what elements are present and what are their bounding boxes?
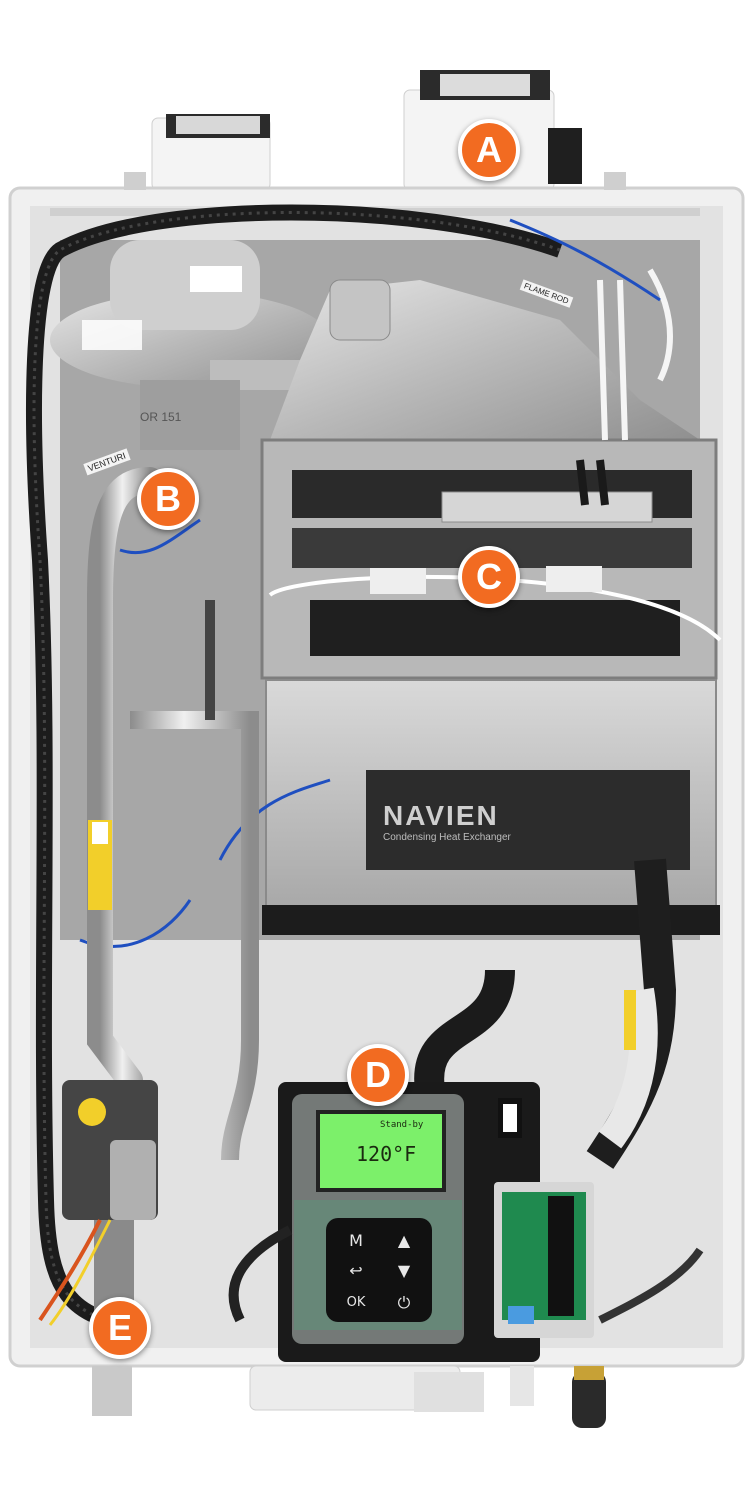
venturi-part-label: OR 151 <box>140 410 182 424</box>
callout-e: E <box>89 1297 151 1359</box>
ok-button[interactable]: OK <box>346 1295 366 1310</box>
lcd-temperature: 120°F <box>356 1142 417 1166</box>
callout-a: A <box>458 119 520 181</box>
power-button[interactable]: ⏻ <box>397 1293 411 1312</box>
brand-name: NAVIEN <box>383 800 499 831</box>
gas-inlet-fitting <box>92 1366 132 1416</box>
down-button[interactable]: ▼ <box>397 1261 411 1280</box>
back-button[interactable]: ↩ <box>349 1261 363 1280</box>
heat-exchanger <box>260 438 722 680</box>
water-outlet-fitting <box>572 1372 606 1428</box>
lcd-screen <box>320 1114 442 1188</box>
terminal-board <box>494 1182 594 1338</box>
callout-b: B <box>137 468 199 530</box>
lcd-status: Stand-by <box>380 1120 424 1130</box>
menu-button[interactable]: M <box>349 1231 363 1250</box>
vent-collar-left <box>151 114 271 191</box>
brand-subtitle: Condensing Heat Exchanger <box>383 832 511 843</box>
controller-housing <box>278 1082 540 1362</box>
callout-d: D <box>347 1044 409 1106</box>
keypad <box>326 1218 432 1322</box>
callout-c: C <box>458 546 520 608</box>
up-button[interactable]: ▲ <box>397 1231 411 1250</box>
exhaust-manifold <box>270 279 700 440</box>
